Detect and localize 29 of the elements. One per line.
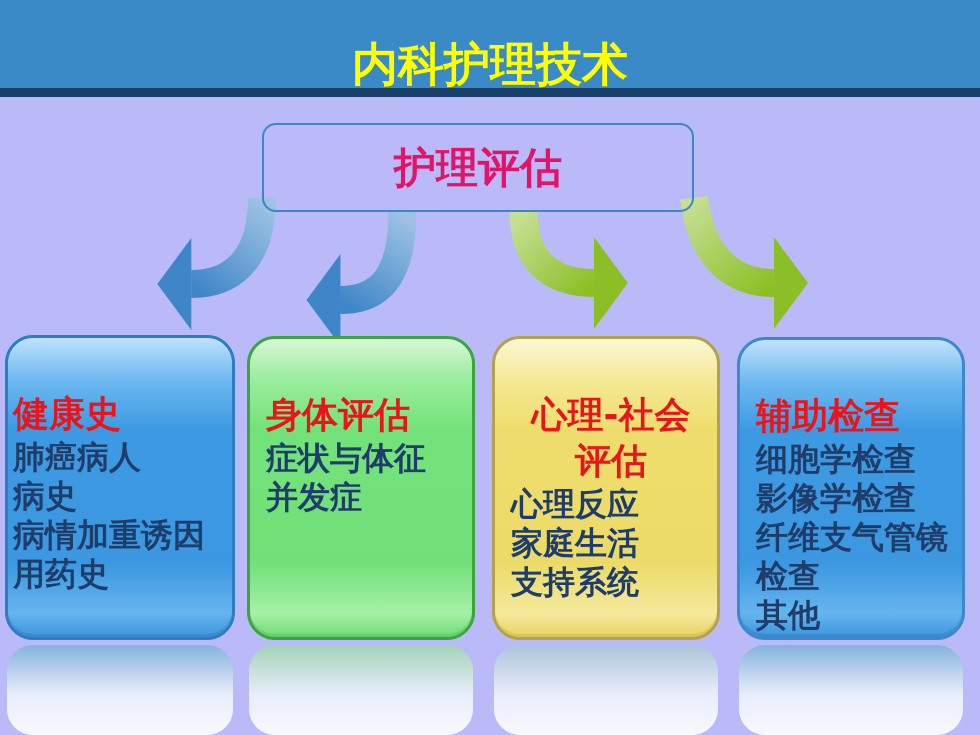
list-item: 病史 [13,477,77,516]
card-heading: 健康史 [13,393,121,437]
card-reflection [494,645,718,735]
card-heading: 心理-社会评估 [529,394,692,484]
list-item: 其他 [756,596,820,635]
list-item: 心理反应 [511,485,639,524]
category-card [247,336,475,640]
card-reflection [249,645,473,735]
root-box [262,123,694,212]
list-item: 纤维支气管镜检查 [756,518,949,596]
slide-title: 内科护理技术 [352,38,628,90]
card-reflection [7,645,233,735]
list-item: 支持系统 [511,563,639,602]
list-item: 病情加重诱因 [13,516,205,555]
heading-text: 护理评估 [394,142,562,192]
list-item: 用药史 [13,555,109,594]
list-item: 并发症 [266,478,362,517]
list-item: 细胞学检查 [756,440,916,479]
list-item: 家庭生活 [511,524,639,563]
curved-arrow [510,211,628,329]
card-heading: 辅助检查 [756,395,900,439]
list-item: 症状与体征 [266,439,426,478]
category-card [492,336,720,640]
category-card [5,335,235,640]
category-card [737,337,965,640]
card-reflection [739,645,963,735]
list-item: 影像学检查 [756,479,916,518]
list-item: 肺癌病人 [13,438,141,477]
card-heading: 身体评估 [266,394,410,438]
